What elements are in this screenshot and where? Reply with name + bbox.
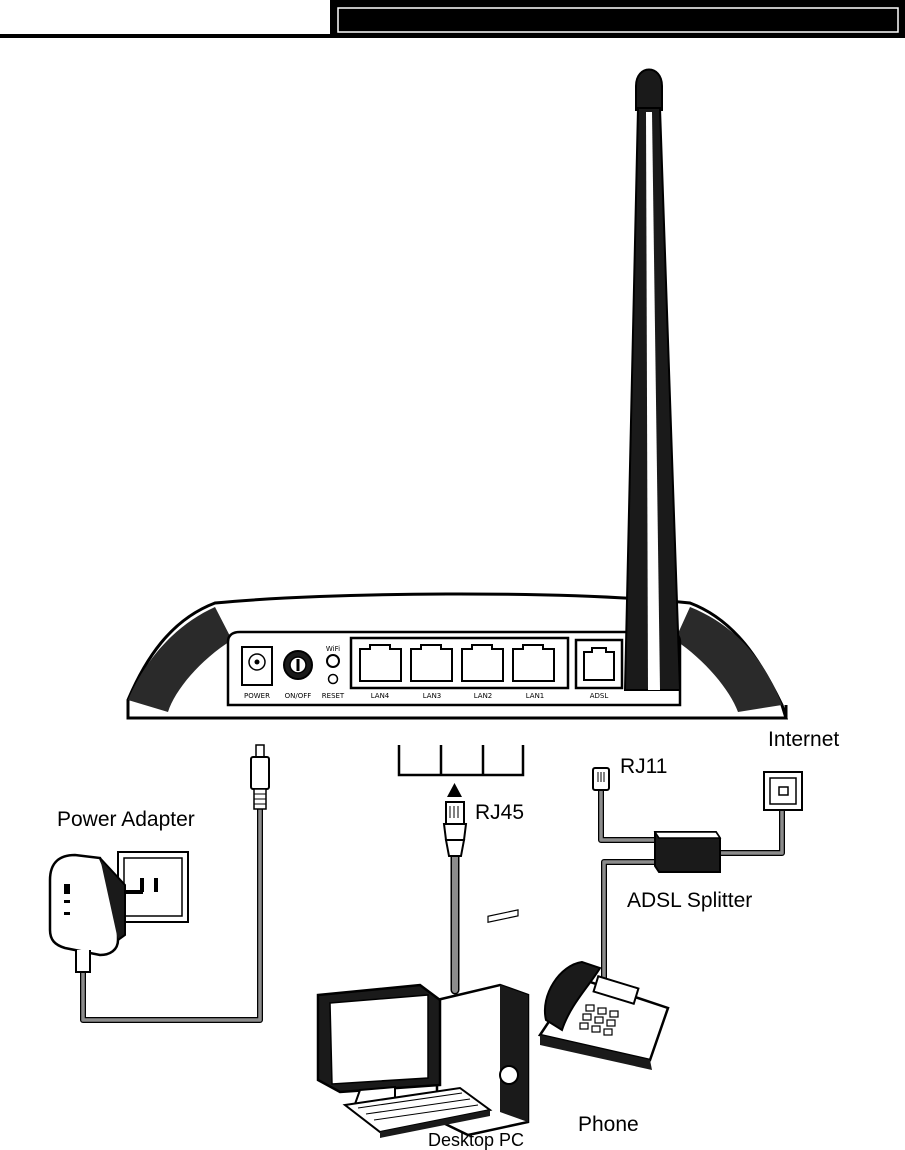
header-left-rule (0, 34, 330, 38)
label-rj45: RJ45 (475, 801, 524, 824)
wifi-button (327, 655, 339, 667)
router (128, 70, 786, 719)
label-phone: Phone (578, 1113, 639, 1136)
label-adsl-splitter: ADSL Splitter (627, 889, 752, 912)
label-power-adapter: Power Adapter (57, 808, 195, 831)
lan4-port (360, 645, 401, 681)
lan2-port (462, 645, 503, 681)
rj11-cable (601, 790, 655, 840)
label-reset: RESET (322, 692, 345, 700)
power-jack-pin (255, 660, 260, 665)
adsl-splitter-icon (655, 832, 720, 872)
label-desktop-pc: Desktop PC (428, 1130, 524, 1150)
telephone-icon (540, 962, 668, 1070)
rj45-connector-icon (444, 802, 466, 856)
rj11-connector-icon (593, 768, 609, 790)
label-onoff: ON/OFF (285, 692, 312, 700)
antenna (625, 70, 680, 691)
label-wifi: WiFi (326, 645, 340, 653)
line-cable (716, 810, 782, 853)
antenna-cap (636, 70, 662, 111)
reset-hole (329, 675, 338, 684)
internet-wall-jack-icon (764, 772, 802, 810)
label-lan2: LAN2 (474, 692, 493, 700)
label-lan1: LAN1 (526, 692, 545, 700)
lan1-port (513, 645, 554, 681)
rj11-cable-fill (601, 790, 655, 840)
desktop-pc-icon (318, 910, 528, 1138)
lan3-port (411, 645, 452, 681)
label-rj11: RJ11 (620, 755, 667, 778)
line-cable-fill (716, 810, 782, 853)
phone-cable-fill (604, 862, 655, 978)
label-internet: Internet (768, 728, 839, 751)
lan-arrow (447, 783, 462, 797)
onoff-button-mark (297, 659, 300, 671)
power-adapter-icon (50, 852, 188, 972)
lan-bracket (399, 745, 523, 797)
label-lan4: LAN4 (371, 692, 390, 700)
page-header (0, 0, 905, 38)
phone-cable (604, 862, 655, 978)
power-plug-icon (251, 745, 269, 809)
label-power: POWER (244, 692, 270, 700)
wall-socket (118, 852, 188, 922)
adsl-port (584, 648, 614, 680)
label-adsl: ADSL (590, 692, 609, 700)
label-lan3: LAN3 (423, 692, 442, 700)
